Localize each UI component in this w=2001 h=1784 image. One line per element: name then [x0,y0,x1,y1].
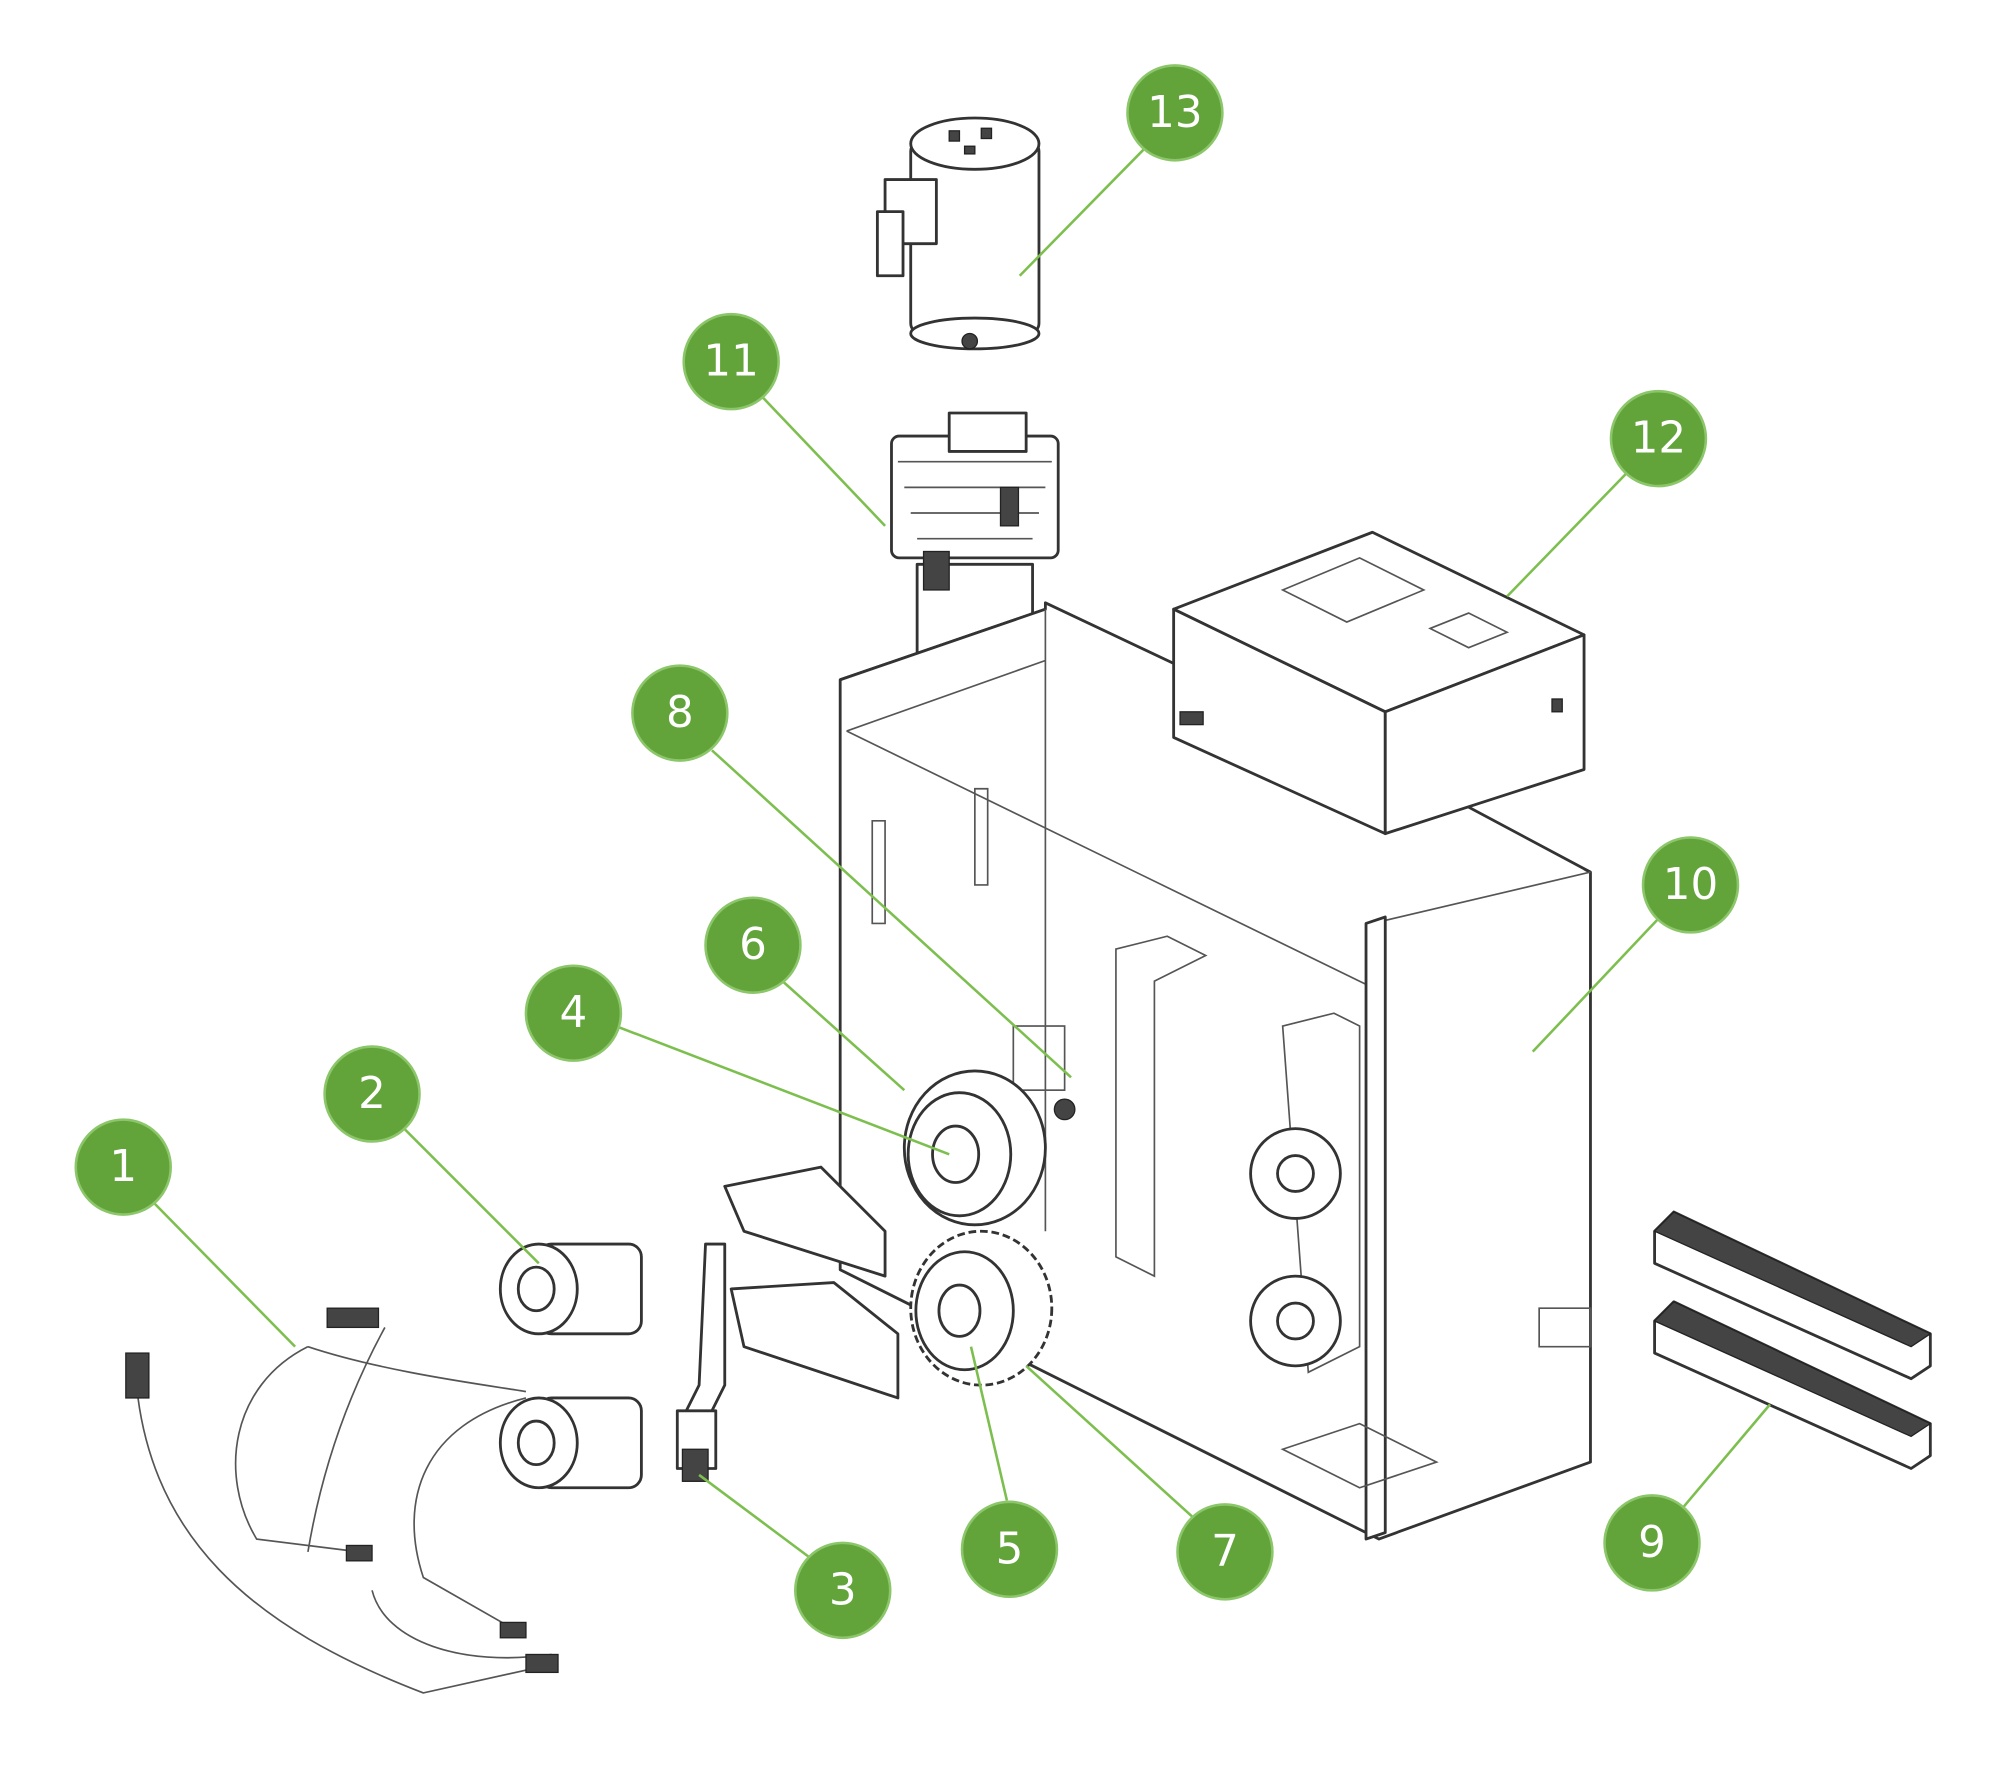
callout-2: 2 [323,1045,421,1143]
leader-line-13 [1018,137,1156,277]
leader-line-7 [1025,1364,1194,1519]
guide-rails [1653,1210,1932,1470]
electric-motor [875,116,1041,351]
leader-line-8 [711,749,1072,1079]
hydraulic-hoses [125,1307,559,1694]
drive-wheel-upper [902,1069,1047,1227]
callout-label: 10 [1663,860,1718,910]
leader-line-3 [698,1473,812,1560]
leader-line-2 [403,1127,540,1265]
callout-label: 4 [560,988,588,1038]
callout-8: 8 [631,664,729,762]
callout-11: 11 [682,312,780,411]
callout-10: 10 [1641,836,1740,934]
callout-label: 11 [703,337,758,387]
callout-6: 6 [704,896,802,994]
callout-label: 7 [1211,1527,1239,1577]
leader-line-9 [1679,1403,1771,1512]
hydraulic-motors [498,1242,643,1490]
leader-line-12 [1506,467,1633,598]
leader-lines [153,137,1771,1560]
callout-1: 1 [74,1118,172,1216]
callout-9: 9 [1603,1494,1701,1592]
callout-label: 5 [996,1524,1024,1574]
callout-5: 5 [960,1500,1059,1599]
leader-line-11 [755,390,887,527]
leader-line-1 [153,1202,297,1348]
callout-label: 3 [829,1565,857,1615]
leader-line-5 [969,1346,1009,1501]
control-box [1172,530,1586,836]
leader-line-4 [615,1024,950,1156]
leader-line-6 [781,980,906,1092]
callout-label: 12 [1631,414,1686,464]
callout-13: 13 [1126,64,1224,162]
callout-4: 4 [524,964,623,1062]
callout-7: 7 [1176,1503,1274,1601]
drive-wheel-lower [909,1229,1054,1387]
callout-label: 1 [109,1142,137,1192]
callout-label: 9 [1638,1518,1666,1568]
callout-label: 8 [666,688,694,738]
callout-label: 6 [739,920,767,970]
mounting-brackets [675,1165,900,1482]
leader-line-10 [1531,912,1665,1053]
callout-3: 3 [794,1541,892,1640]
callout-12: 12 [1609,389,1708,488]
callout-label: 13 [1147,88,1202,138]
callout-label: 2 [358,1069,386,1119]
